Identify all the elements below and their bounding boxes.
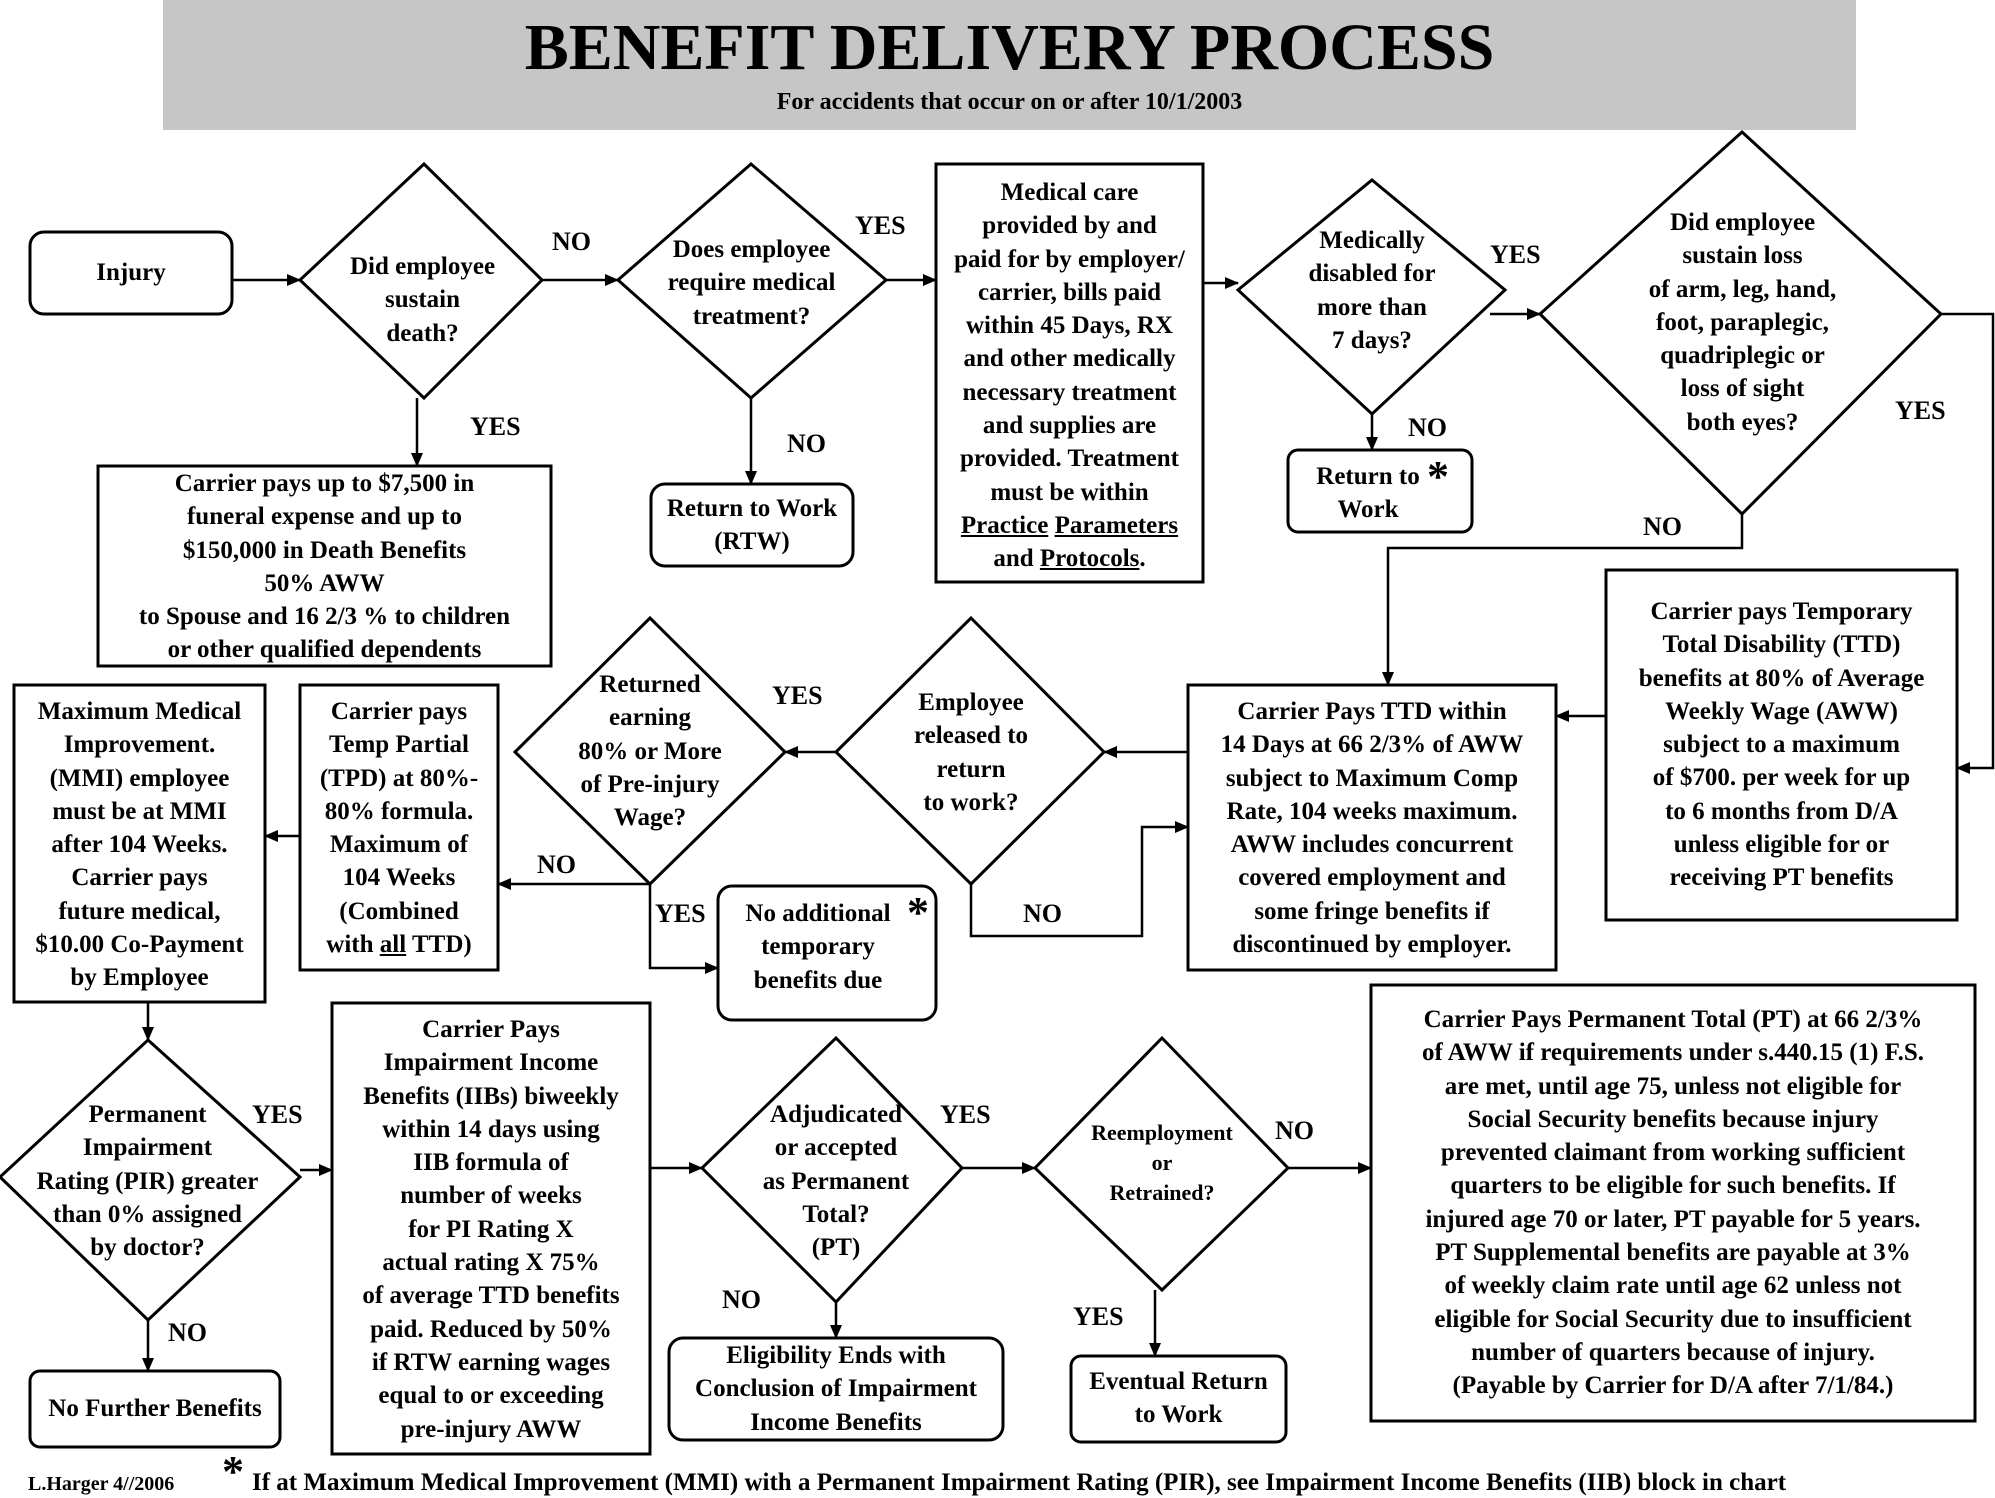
label-no-released: NO bbox=[1023, 899, 1062, 928]
eligibility-ends-text: Eligibility Ends with Conclusion of Impa… bbox=[695, 1342, 977, 1436]
label-yes-disabled: YES bbox=[1490, 240, 1541, 269]
signature: L.Harger 4//2006 bbox=[28, 1473, 175, 1495]
label-yes-loss: YES bbox=[1895, 396, 1946, 425]
header-banner: BENEFIT DELIVERY PROCESS For accidents t… bbox=[163, 0, 1856, 130]
label-yes-reemployment: YES bbox=[1073, 1302, 1124, 1331]
disabled-decision-text: Medically disabled for more than 7 days? bbox=[1308, 227, 1436, 354]
label-yes-medical: YES bbox=[855, 211, 906, 240]
iib-text: Carrier Pays Impairment Income Benefits … bbox=[362, 1016, 620, 1443]
injury-box bbox=[28, 230, 234, 316]
death-decision-diamond bbox=[297, 161, 545, 401]
medical-decision-text: Does employee require medical treatment? bbox=[667, 236, 836, 330]
page-title: BENEFIT DELIVERY PROCESS bbox=[524, 11, 1495, 84]
label-no-reemployment: NO bbox=[1275, 1116, 1314, 1145]
asterisk-footnote: * bbox=[222, 1447, 244, 1496]
tpd-all: all bbox=[379, 931, 407, 959]
pir-decision-text: Permanent Impairment Rating (PIR) greate… bbox=[36, 1101, 259, 1262]
label-no-medical: NO bbox=[787, 429, 826, 458]
injury-label: Injury bbox=[96, 259, 166, 286]
no-further-text: No Further Benefits bbox=[48, 1395, 262, 1422]
adjudicated-decision-text: Adjudicated or accepted as Permanent Tot… bbox=[762, 1101, 910, 1262]
no-additional-box bbox=[716, 884, 938, 1022]
reemployment-decision-diamond bbox=[1032, 1035, 1291, 1293]
arrow-loss-yes bbox=[1941, 312, 1995, 774]
death-benefits-box bbox=[96, 464, 553, 668]
label-yes-returned-down: YES bbox=[655, 899, 706, 928]
eventual-return-box bbox=[1069, 1354, 1288, 1444]
asterisk-no-additional: * bbox=[907, 888, 929, 937]
eventual-return-text: Eventual Return to Work bbox=[1089, 1368, 1268, 1429]
arrow-released-no bbox=[969, 821, 1189, 938]
and-text: and bbox=[993, 545, 1034, 573]
ttd-text: Carrier Pays TTD within 14 Days at 66 2/… bbox=[1220, 698, 1524, 959]
tpd-ttd: TTD) bbox=[411, 931, 472, 959]
tpd-with: with bbox=[326, 931, 374, 959]
arrow-returned-yes bbox=[648, 884, 719, 974]
label-no-loss: NO bbox=[1643, 512, 1682, 541]
returned-decision-text: Returned earning 80% or More of Pre-inju… bbox=[578, 671, 722, 832]
reemployment-decision-text: Reemployment or Retrained? bbox=[1091, 1120, 1233, 1205]
label-no-disabled: NO bbox=[1408, 413, 1447, 442]
iib-box bbox=[330, 1001, 652, 1456]
label-no-pir: NO bbox=[168, 1318, 207, 1347]
rtw-text: Return to Work (RTW) bbox=[666, 495, 838, 556]
practice-link-text: Practice bbox=[960, 511, 1049, 539]
death-decision-text: Did employee sustain death? bbox=[349, 253, 496, 347]
mmi-box bbox=[12, 683, 267, 1004]
period-text: . bbox=[1139, 545, 1146, 573]
ttd-loss-box bbox=[1604, 568, 1959, 922]
mmi-text: Maximum Medical Improvement. (MMI) emplo… bbox=[35, 698, 244, 992]
no-further-box bbox=[28, 1369, 282, 1449]
medical-care-text: Medical care provided by and paid for by… bbox=[936, 176, 1203, 576]
pt-text: Carrier Pays Permanent Total (PT) at 66 … bbox=[1421, 1006, 1925, 1400]
arrow-loss-no bbox=[1382, 514, 1744, 686]
parameters-link-text: Parameters bbox=[1054, 511, 1179, 539]
medical-care-box bbox=[934, 162, 1205, 584]
label-no-returned: NO bbox=[537, 850, 576, 879]
return-to-work-box bbox=[1286, 448, 1474, 534]
label-yes-adjudicated: YES bbox=[940, 1100, 991, 1129]
footnote: If at Maximum Medical Improvement (MMI) … bbox=[252, 1469, 1787, 1496]
label-no-death: NO bbox=[552, 227, 591, 256]
label-no-adjudicated: NO bbox=[722, 1285, 761, 1314]
page-subtitle: For accidents that occur on or after 10/… bbox=[776, 89, 1243, 115]
label-yes-pir: YES bbox=[252, 1100, 303, 1129]
tpd-text: Carrier pays Temp Partial (TPD) at 80%- … bbox=[300, 695, 498, 961]
ttd-loss-text: Carrier pays Temporary Total Disability … bbox=[1638, 598, 1925, 892]
protocols-link-text: Protocols bbox=[1039, 545, 1140, 573]
tpd-body: Carrier pays Temp Partial (TPD) at 80%- … bbox=[319, 698, 479, 925]
loss-decision-text: Did employee sustain loss of arm, leg, h… bbox=[1648, 209, 1837, 436]
label-yes-death: YES bbox=[470, 412, 521, 441]
medical-care-body: Medical care provided by and paid for by… bbox=[954, 179, 1185, 506]
released-decision-text: Employee released to return to work? bbox=[913, 689, 1029, 816]
no-additional-text: No additional temporary benefits due bbox=[745, 900, 891, 994]
tpd-box bbox=[298, 683, 500, 972]
label-yes-returned: YES bbox=[772, 681, 823, 710]
return-to-work-text: Return to Work bbox=[1316, 463, 1420, 524]
pt-box bbox=[1369, 983, 1977, 1423]
asterisk-return-to-work: * bbox=[1427, 452, 1449, 501]
death-benefits-text: Carrier pays up to $7,500 in funeral exp… bbox=[138, 470, 511, 664]
